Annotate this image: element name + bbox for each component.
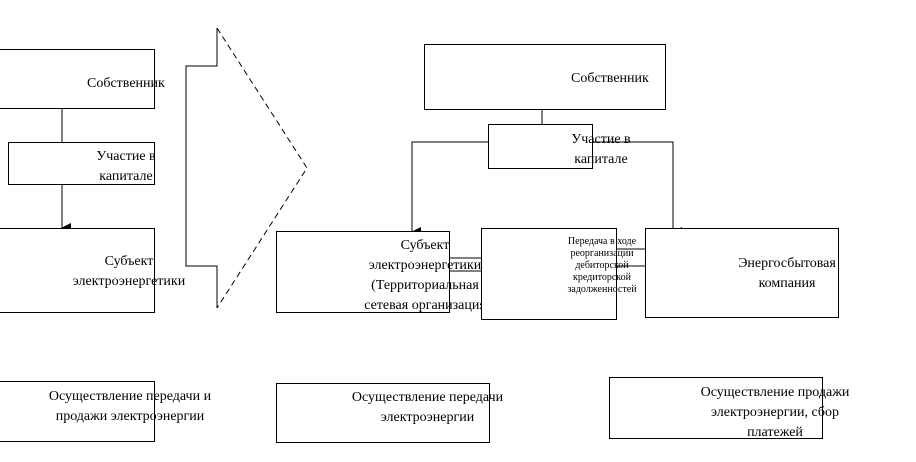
right-participation-label: Участие в капитале [571,132,631,167]
right-owner-label: Собственник [571,71,649,86]
transformation-arrow-solid-part [185,28,218,308]
left-subject-box [0,228,155,313]
left-activity-box [0,381,155,442]
right-subject-box [276,231,450,313]
left-owner-label: Собственник [87,76,165,91]
left-owner-box [0,49,155,109]
right-sales-activity-label: Осуществление продажи электроэнергии, сб… [700,385,850,436]
right-sales-activity-box [609,377,823,439]
sales-company-box [645,228,839,318]
right-subject-label: Субъект электроэнергетики (Территориальн… [364,238,486,313]
transfer-box [481,228,617,320]
transformation-arrow-dashed-part [216,27,308,309]
left-participation-label: Участие в капитале [96,149,156,181]
left-activity-label: Осуществление передачи и продажи электро… [48,389,212,424]
transfer-label: Передача в ходе реорганизации дебиторско… [567,236,637,295]
right-transfer-activity-box [276,383,490,443]
right-owner-box [424,44,666,110]
right-participation-box [488,124,593,169]
left-subject-label: Субъект электроэнергетики [72,254,186,289]
right-branch-to-sales [592,141,682,237]
right-transfer-activity-label: Осуществление передачи электроэнергии [351,390,504,425]
sales-company-label: Энергосбытовая компания [738,256,836,291]
right-branch-to-subject [411,141,489,237]
left-participation-box [8,142,155,185]
